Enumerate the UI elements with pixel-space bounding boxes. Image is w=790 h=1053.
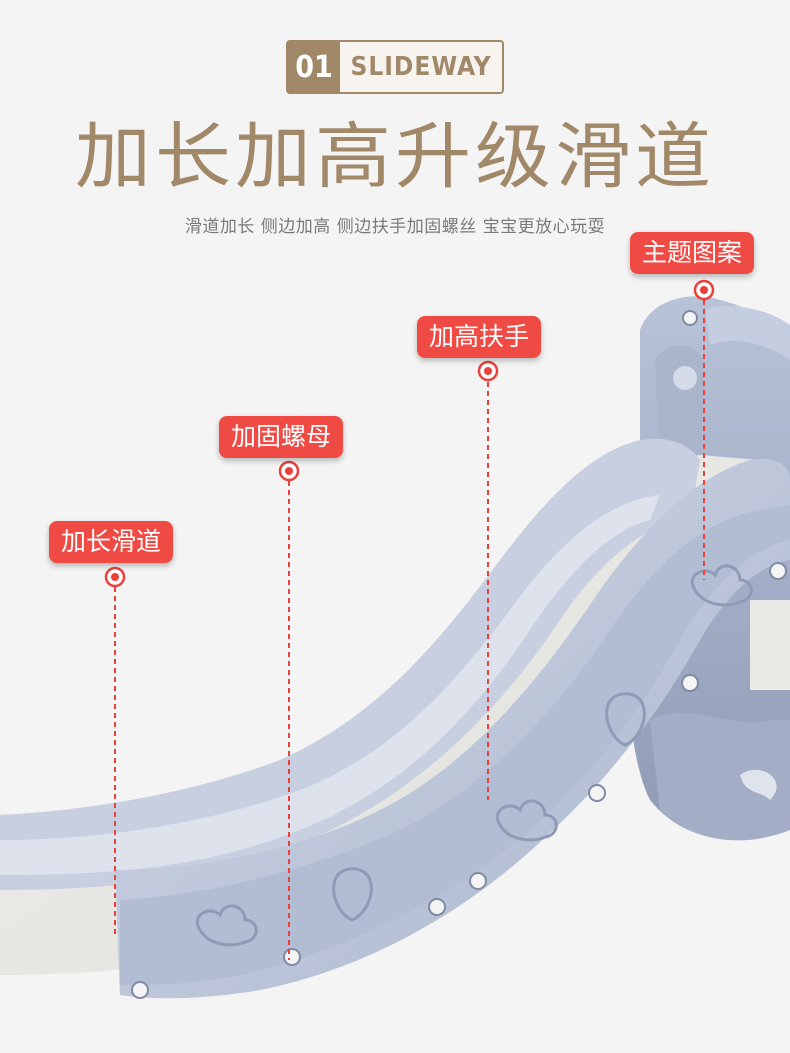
slide-right-wall xyxy=(115,458,790,999)
callout-reinforced-nut: 加固螺母 xyxy=(219,416,344,458)
screws xyxy=(131,310,787,999)
page-title: 加长加高升级滑道 xyxy=(75,114,715,199)
slide-left-wall xyxy=(0,438,700,890)
section-badge: 01 SLIDEWAY xyxy=(286,40,504,94)
callout-raised-handrail: 加高扶手 xyxy=(417,316,542,358)
callout-theme-pattern: 主题图案 xyxy=(630,232,755,274)
page-subtitle: 滑道加长 侧边加高 侧边扶手加固螺丝 宝宝更放心玩耍 xyxy=(184,217,606,237)
pointer-dots xyxy=(104,279,715,588)
badge-word: SLIDEWAY xyxy=(350,52,492,82)
badge-number: 01 xyxy=(288,42,340,92)
leader-lines xyxy=(114,300,705,960)
callout-extended-slide: 加长滑道 xyxy=(49,521,174,563)
